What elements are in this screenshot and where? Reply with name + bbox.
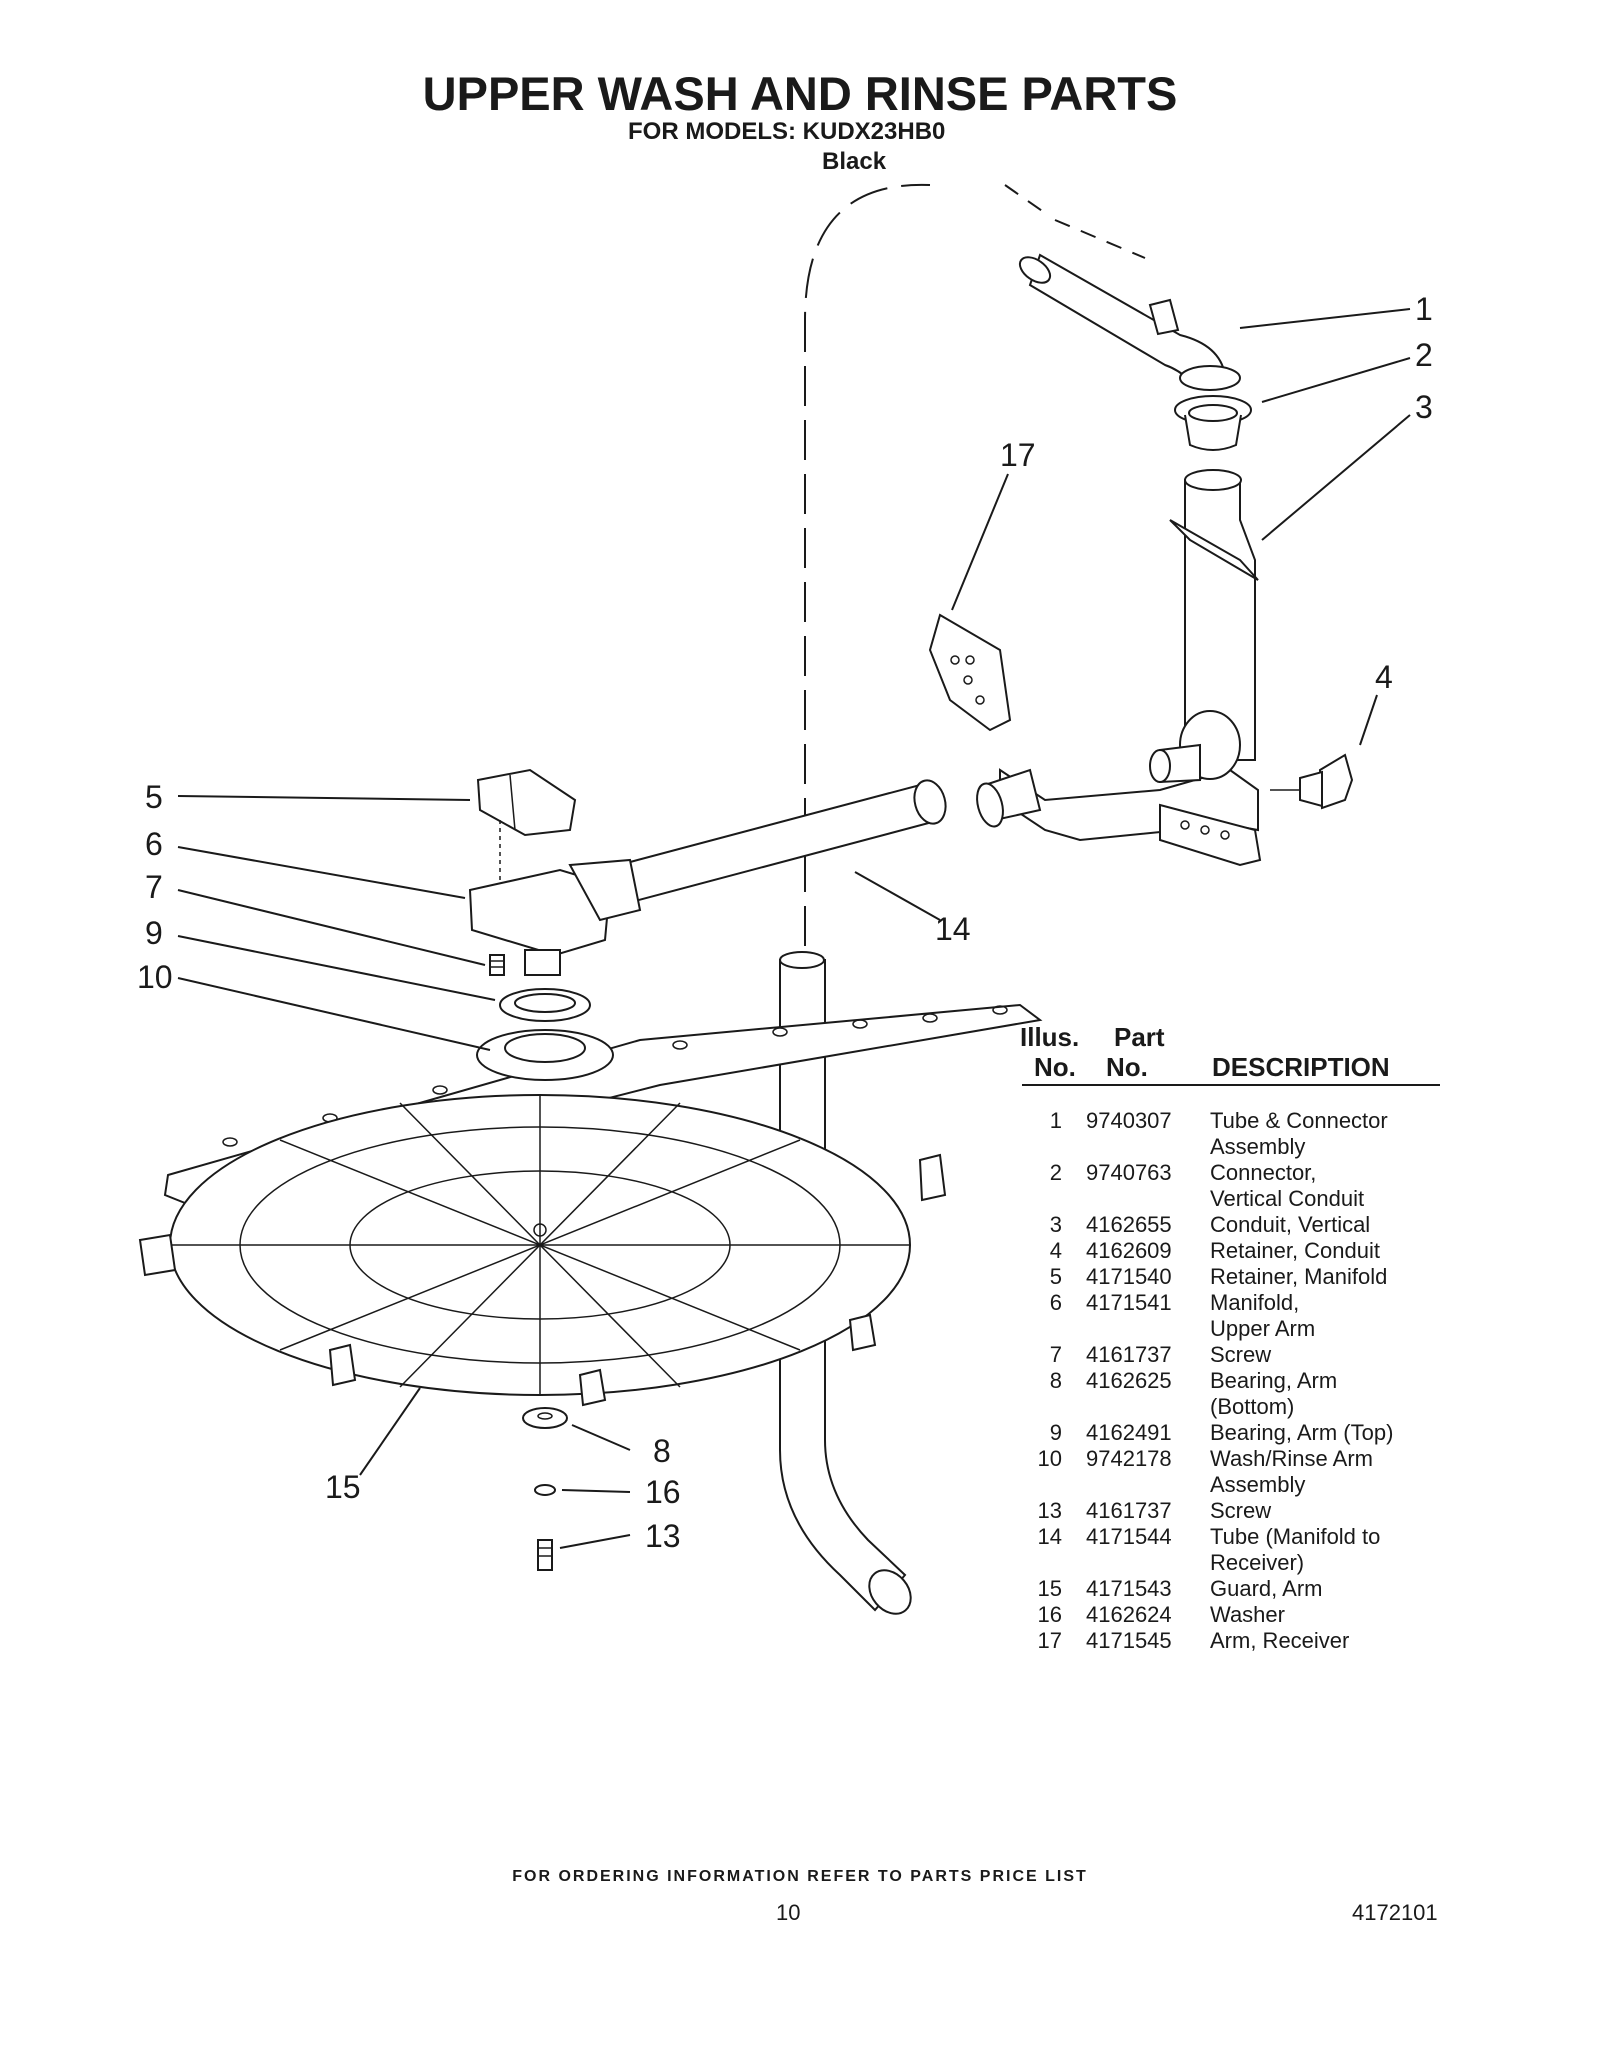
guard-arm [138, 1094, 947, 1407]
page-title: UPPER WASH AND RINSE PARTS [422, 67, 1178, 120]
retainer-manifold [476, 768, 577, 837]
document-number: 4172101 [1352, 1900, 1438, 1925]
color-variant: Black [822, 148, 887, 175]
header-illus-line2: No. [1034, 1052, 1076, 1082]
callout-5: 5 [145, 779, 163, 815]
tub-conduit-outline [804, 183, 1146, 1000]
page-number: 10 [776, 1900, 801, 1925]
models-line: FOR MODELS: KUDX23HB0 [628, 118, 946, 145]
callout-3: 3 [1415, 389, 1433, 425]
callout-7: 7 [145, 869, 163, 905]
callout-14: 14 [935, 911, 971, 947]
callout-10: 10 [137, 959, 173, 995]
tube-connector-assembly [1018, 253, 1241, 391]
header-illus-line1: Illus. [1020, 1022, 1080, 1052]
lower-conduit-pipe [779, 951, 912, 1615]
screw-7 [489, 954, 505, 976]
conduit-vertical [999, 469, 1259, 842]
callout-8: 8 [653, 1433, 671, 1469]
callout-1: 1 [1415, 291, 1433, 327]
callout-16: 16 [645, 1474, 681, 1510]
ordering-note: FOR ORDERING INFORMATION REFER TO PARTS … [512, 1868, 1088, 1885]
header-part-line2: No. [1106, 1052, 1148, 1082]
arm-receiver [928, 613, 1262, 867]
leader-lines [177, 308, 1411, 1549]
callout-2: 2 [1415, 337, 1433, 373]
header-rule [1022, 1084, 1440, 1086]
header-part-line1: Part [1114, 1022, 1165, 1052]
screw-13 [537, 1539, 553, 1571]
tube-manifold-to-receiver [598, 768, 1042, 907]
connector-vertical-conduit [1174, 395, 1252, 451]
header-description: DESCRIPTION [1212, 1052, 1390, 1082]
manifold-upper-arm [468, 820, 642, 976]
callout-4: 4 [1375, 659, 1393, 695]
callout-9: 9 [145, 915, 163, 951]
bearing-arm-bottom [522, 1407, 568, 1429]
callout-17: 17 [1000, 437, 1036, 473]
callout-6: 6 [145, 826, 163, 862]
washer-16 [534, 1484, 556, 1496]
callout-15: 15 [325, 1469, 361, 1505]
retainer-conduit [1270, 753, 1354, 810]
callout-13: 13 [645, 1518, 681, 1554]
bearing-arm-top [499, 988, 591, 1022]
